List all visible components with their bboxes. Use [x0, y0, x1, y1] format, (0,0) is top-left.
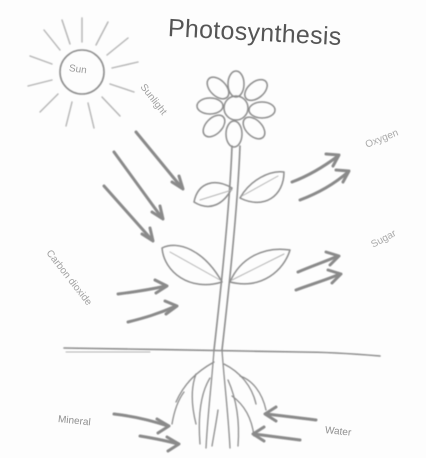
water-arrows — [253, 407, 316, 441]
mineral-arrows — [114, 414, 179, 451]
sunlight-arrows — [104, 132, 183, 241]
sugar-arrows — [296, 252, 341, 290]
sun-label: Sun — [68, 63, 87, 76]
oxygen-arrows — [292, 154, 349, 200]
flower-icon — [197, 71, 275, 147]
plant-stem — [214, 146, 240, 350]
carbon-dioxide-arrows — [118, 280, 177, 322]
